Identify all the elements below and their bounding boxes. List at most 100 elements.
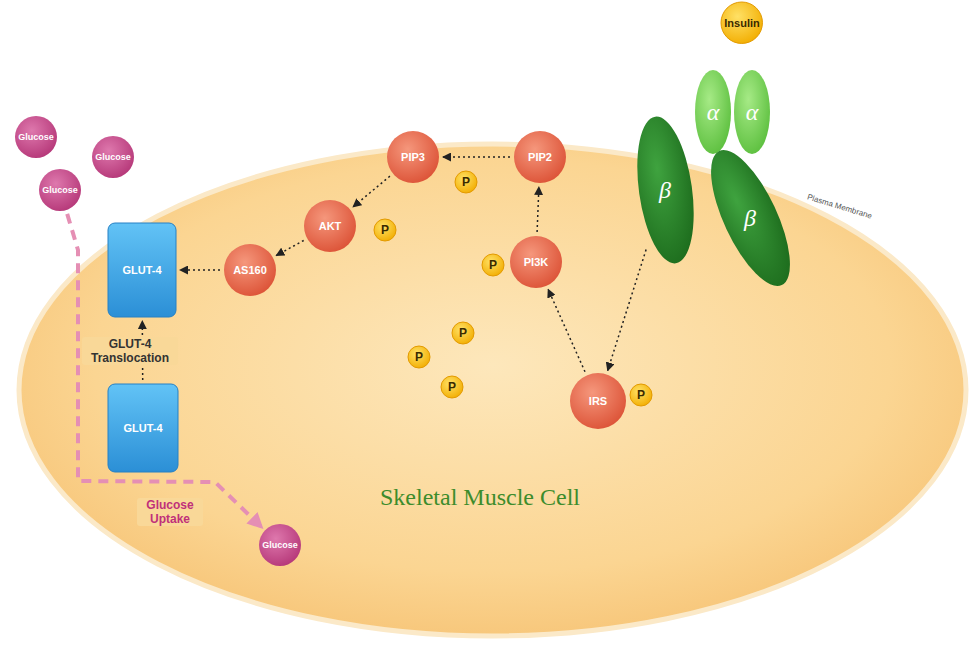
node-outline (721, 2, 762, 43)
node-text-holder: AS160 (223, 243, 277, 297)
node-text-holder: Glucose (258, 523, 302, 567)
node-label: PI3K (524, 256, 548, 268)
node-label: GLUT-4 (123, 422, 162, 434)
phosphate-group: P (451, 321, 475, 345)
node-outline (92, 136, 134, 178)
node-text-holder: Glucose (91, 135, 135, 179)
node-outline (455, 171, 477, 193)
signal-arrow (537, 187, 539, 232)
node-label: IRS (589, 395, 607, 407)
node-text-holder: PIP3 (386, 130, 440, 184)
node-text-holder: P (481, 253, 505, 277)
node-label: α (746, 99, 759, 126)
node-text-holder: P (373, 218, 397, 242)
node-outline (387, 131, 439, 183)
node-outline (304, 200, 356, 252)
node-outline (39, 169, 81, 211)
signal-arrow (276, 241, 303, 256)
node-label: Glucose (95, 152, 131, 162)
node-label: P (415, 350, 423, 364)
receptor-subunit: β (723, 143, 778, 293)
node-label: GLUT-4 (122, 264, 161, 276)
node-label: β (659, 177, 671, 204)
node-label: P (381, 223, 389, 237)
phosphate-group: P (629, 383, 653, 407)
node-label: AKT (319, 220, 342, 232)
node-label: P (448, 380, 456, 394)
node-text-holder: Glucose (14, 115, 58, 159)
receptor-subunit: α (694, 69, 732, 155)
node-label: Insulin (724, 17, 759, 29)
node-text-holder: GLUT-4 (107, 383, 179, 473)
node-text-holder: β (638, 115, 693, 265)
glucose-molecule: Glucose (38, 168, 82, 212)
signal-protein: PIP2 (513, 130, 567, 184)
phosphate-group: P (440, 375, 464, 399)
node-text-holder: GLUT-4 (107, 222, 177, 318)
glut4-transporter: GLUT-4 (107, 383, 179, 473)
signal-arrow (353, 176, 390, 207)
node-text-holder: Glucose (38, 168, 82, 212)
signal-protein: PIP3 (386, 130, 440, 184)
node-text-holder: P (629, 383, 653, 407)
node-text-holder: PIP2 (513, 130, 567, 184)
node-outline (734, 70, 770, 154)
node-text-holder: P (451, 321, 475, 345)
node-outline (695, 70, 731, 154)
node-text-holder: P (454, 170, 478, 194)
phosphate-group: P (454, 170, 478, 194)
node-label: Glucose (18, 132, 54, 142)
signal-protein: AKT (303, 199, 357, 253)
node-outline (630, 384, 652, 406)
cell-outline (19, 144, 966, 636)
signal-arrow (180, 269, 220, 271)
signal-protein: IRS (569, 372, 627, 430)
node-outline (108, 223, 176, 317)
node-label: P (489, 258, 497, 272)
phosphate-group: P (373, 218, 397, 242)
node-label: Glucose (42, 185, 78, 195)
node-outline (441, 376, 463, 398)
cell-name: Skeletal Muscle Cell (380, 484, 580, 511)
node-outline (482, 254, 504, 276)
node-outline (510, 236, 562, 288)
node-text-holder: β (723, 143, 778, 293)
node-label: P (459, 326, 467, 340)
edge-label: GLUT-4 Translocation (82, 337, 178, 365)
node-text-holder: IRS (569, 372, 627, 430)
signal-protein: AS160 (223, 243, 277, 297)
node-outline (108, 384, 178, 472)
node-outline (452, 322, 474, 344)
node-text-holder: Insulin (720, 1, 763, 44)
glut4-transporter: GLUT-4 (107, 222, 177, 318)
node-outline (259, 524, 301, 566)
node-outline (570, 373, 626, 429)
glucose-molecule: Glucose (91, 135, 135, 179)
phosphate-group: P (407, 345, 431, 369)
node-label: PIP3 (401, 151, 425, 163)
node-text-holder: α (733, 69, 771, 155)
node-text-holder: α (694, 69, 732, 155)
glucose-molecule: Glucose (14, 115, 58, 159)
node-outline (514, 131, 566, 183)
receptor-subunit: α (733, 69, 771, 155)
muscle-cell: Skeletal Muscle Cell PIP3P PIP2AKT P P PI3K GL… (15, 140, 970, 640)
node-text-holder: P (407, 345, 431, 369)
signal-arrow (548, 289, 585, 371)
node-label: Glucose (262, 540, 298, 550)
node-outline (695, 140, 806, 297)
phosphate-group: P (481, 253, 505, 277)
receptor-subunit: β (638, 115, 693, 265)
signal-arrow (443, 156, 510, 158)
node-label: P (462, 175, 470, 189)
node-label: AS160 (233, 264, 267, 276)
node-outline (224, 244, 276, 296)
node-outline (628, 113, 701, 267)
node-text-holder: AKT (303, 199, 357, 253)
insulin-molecule: Insulin (720, 1, 763, 44)
node-outline (374, 219, 396, 241)
node-label: PIP2 (528, 151, 552, 163)
node-label: β (744, 205, 756, 232)
